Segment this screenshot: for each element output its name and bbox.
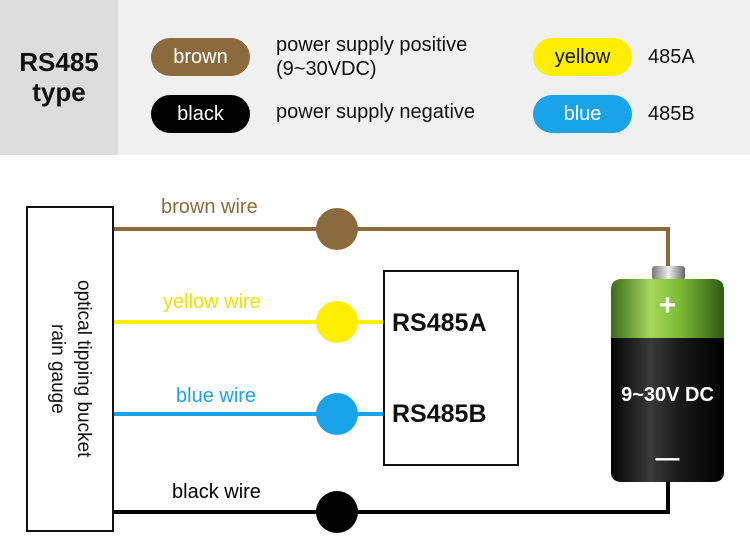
legend-type-cell: RS485 type [0,0,118,155]
rs485a-label: RS485A [392,309,487,337]
black-wire [114,478,670,514]
brown-wire-label: brown wire [161,196,258,218]
brown-wire-node [316,208,358,250]
yellow-wire-label: yellow wire [163,291,261,313]
blue-wire-label: blue wire [176,385,257,407]
black-pill: black [151,95,250,133]
rain-gauge-label: optical tipping bucket rain gauge [26,206,114,532]
black-description: power supply negative [276,101,476,123]
legend-type-line2: type [32,76,86,107]
brown-description-line2: (9~30VDC) [276,58,377,80]
legend-panel [0,0,750,155]
yellow-wire-node [316,301,358,343]
battery-voltage-label: 9~30V DC [621,384,714,406]
rain-gauge-label-line1: optical tipping bucket [73,280,94,458]
brown-wire [114,227,670,272]
rain-gauge-box [26,206,114,532]
blue-wire-node [316,393,358,435]
black-wire-label: black wire [172,481,261,503]
rs485b-label: RS485B [392,400,487,428]
battery-top [611,279,724,338]
black-wire-node [316,491,358,533]
legend-type-line1: RS485 [19,46,99,77]
brown-description-line1: power supply positive [276,34,468,56]
brown-description: power supply positive (9~30VDC) [276,33,467,81]
battery-minus-label: — [655,445,680,472]
battery-body [611,338,724,482]
rs485-box [383,270,519,466]
brown-pill: brown [151,38,250,76]
signal-485b-label: 485B [648,103,695,125]
battery [611,266,724,482]
yellow-pill: yellow [533,38,632,76]
battery-cap [652,266,685,280]
signal-485a-label: 485A [648,46,695,68]
battery-plus-label: + [658,289,677,322]
legend-type-label: RS485 type [19,46,99,108]
rain-gauge-label-line2: rain gauge [47,324,68,414]
blue-pill: blue [533,95,632,133]
